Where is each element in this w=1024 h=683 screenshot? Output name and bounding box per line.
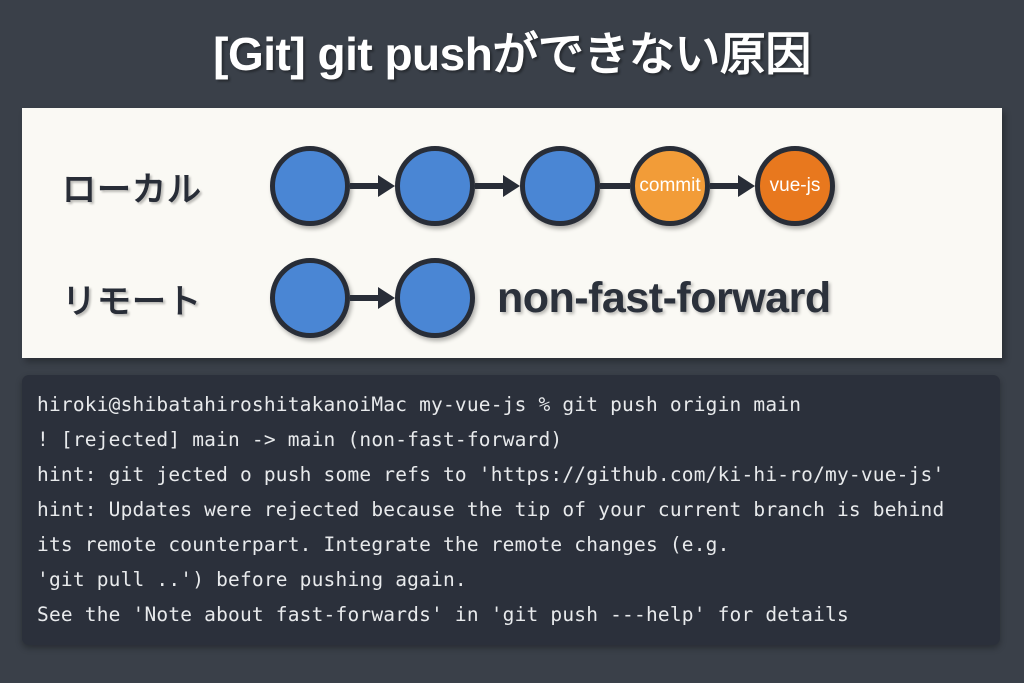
link-line: [600, 183, 630, 189]
terminal-line: ! [rejected] main -> main (non-fast-forw…: [37, 428, 563, 451]
terminal-line: hiroki@shibatahiroshitakanoiMac my-vue-j…: [37, 393, 802, 416]
diagram-row-remote: リモート non-fast-forward: [22, 248, 1002, 348]
commit-node-remote-2[interactable]: [395, 258, 475, 338]
commit-node-local-3[interactable]: [520, 146, 600, 226]
commit-graph-remote: non-fast-forward: [270, 248, 831, 348]
terminal-line: hint: Updates were rejected because the …: [37, 498, 945, 521]
arrow-icon: [710, 175, 755, 197]
terminal-output-panel: hiroki@shibatahiroshitakanoiMac my-vue-j…: [22, 375, 1000, 645]
page-title: [Git] git pushができない原因: [213, 28, 811, 80]
commit-node-local-vue-js[interactable]: vue-js: [755, 146, 835, 226]
diagram-row-local: ローカル commit vue-js: [22, 136, 1002, 236]
commit-graph-local: commit vue-js: [270, 136, 835, 236]
commit-node-local-1[interactable]: [270, 146, 350, 226]
page-title-bar: [Git] git pushができない原因: [0, 0, 1024, 102]
non-fast-forward-annotation: non-fast-forward: [497, 273, 831, 322]
commit-node-local-commit[interactable]: commit: [630, 146, 710, 226]
terminal-line: 'git pull ..') before pushing again.: [37, 568, 467, 591]
row-label-local: ローカル: [62, 170, 202, 209]
commit-node-remote-1[interactable]: [270, 258, 350, 338]
terminal-line: hint: git jected o push some refs to 'ht…: [37, 463, 945, 486]
arrow-icon: [475, 175, 520, 197]
row-label-remote: リモート: [62, 282, 202, 321]
arrow-icon: [350, 287, 395, 309]
terminal-line: its remote counterpart. Integrate the re…: [37, 533, 730, 556]
diagram-card: ローカル commit vue-js リモート: [22, 108, 1002, 358]
commit-node-local-2[interactable]: [395, 146, 475, 226]
arrow-icon: [350, 175, 395, 197]
terminal-line: See the 'Note about fast-forwards' in 'g…: [37, 603, 849, 626]
